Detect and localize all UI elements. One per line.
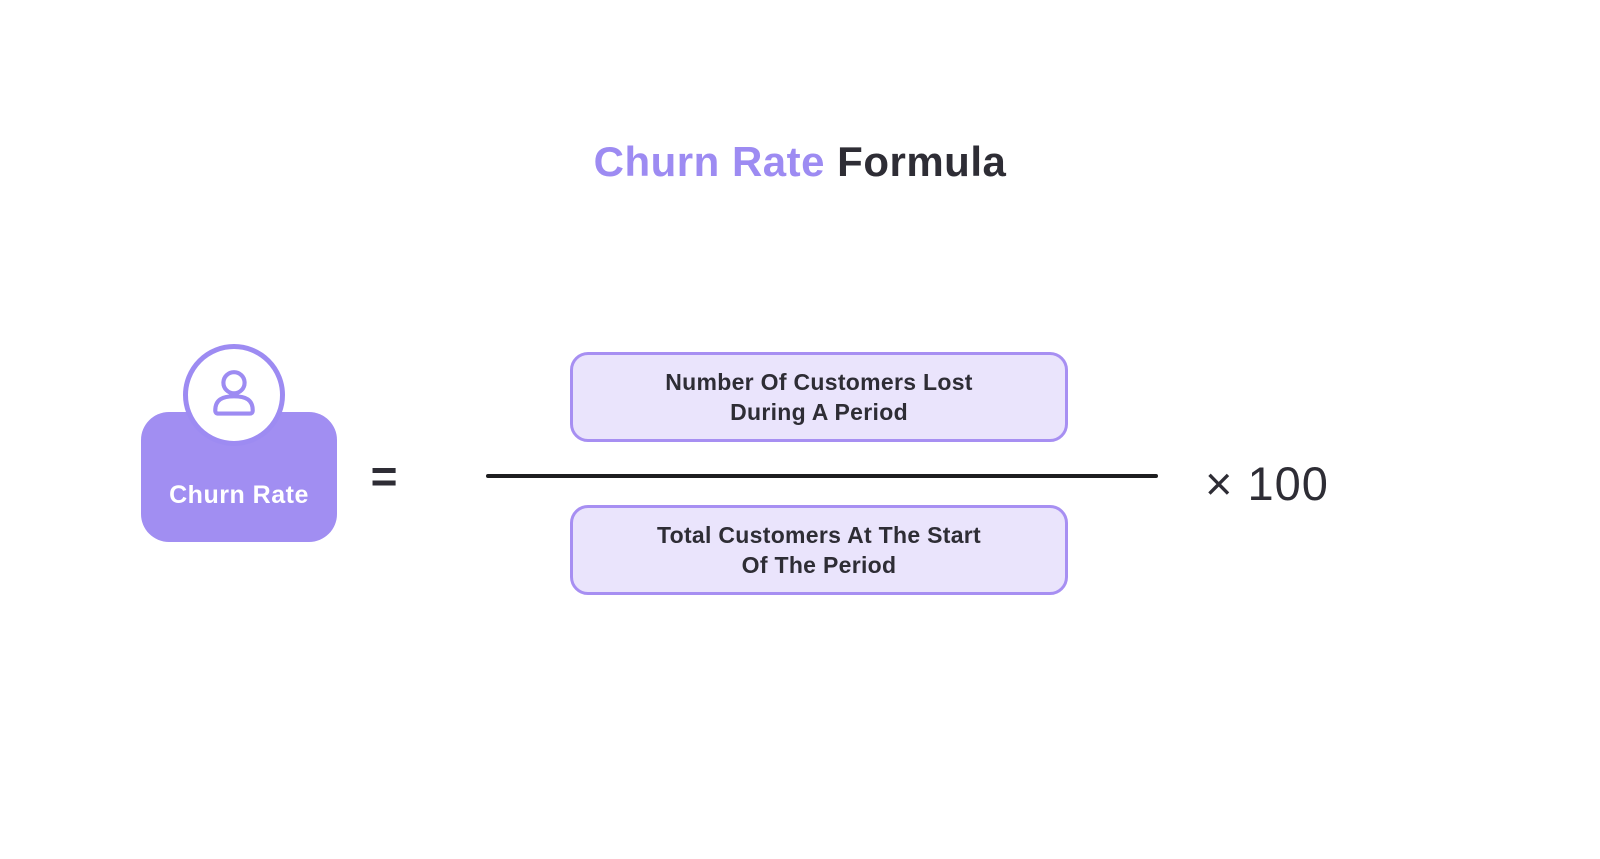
fraction-bar	[486, 474, 1158, 478]
numerator-line2: During A Period	[730, 399, 908, 425]
person-icon	[203, 364, 265, 426]
denominator-line1: Total Customers At The Start	[656, 522, 982, 548]
title-highlight: Churn Rate	[593, 138, 825, 185]
multiplier-text: × 100	[1205, 457, 1329, 510]
avatar	[183, 344, 285, 446]
denominator-line2: Of The Period	[741, 552, 897, 578]
numerator-box: Number Of Customers Lost During A Period	[570, 352, 1068, 442]
equals-sign: =	[370, 450, 398, 502]
page-title: Churn Rate Formula	[0, 136, 1600, 188]
denominator-box: Total Customers At The Start Of The Peri…	[570, 505, 1068, 595]
title-rest: Formula	[825, 138, 1007, 185]
numerator-line1: Number Of Customers Lost	[665, 369, 973, 395]
badge-label: Churn Rate	[169, 481, 309, 509]
